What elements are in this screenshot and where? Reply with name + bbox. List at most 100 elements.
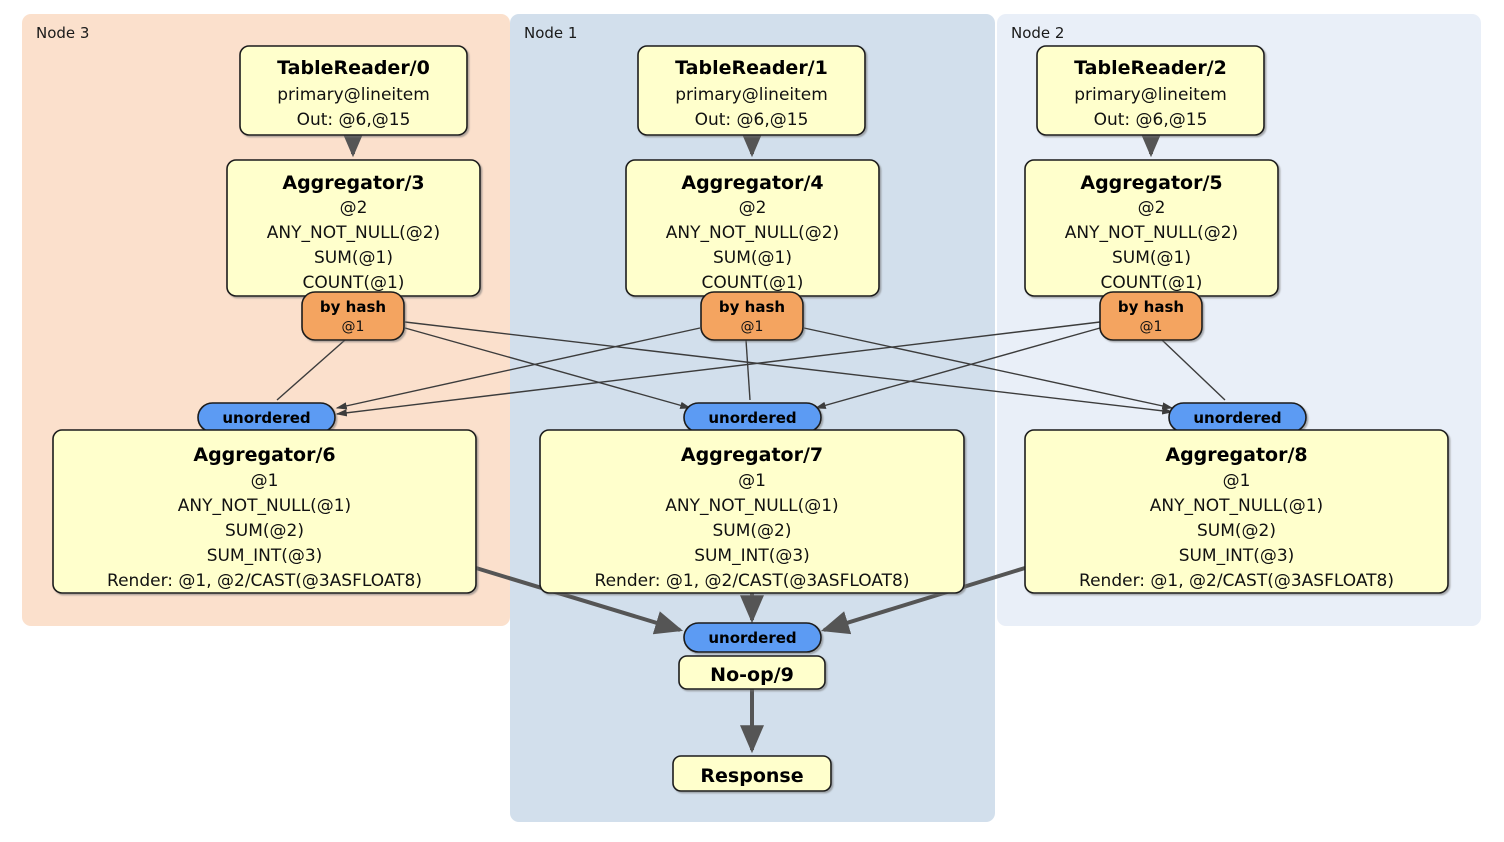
aggregator-5-title: Aggregator/5: [1080, 172, 1222, 194]
tablereader-2-title: TableReader/2: [1074, 57, 1227, 79]
node-unordered-7[interactable]: unordered: [683, 402, 822, 433]
by-hash-5-subtitle: @1: [1140, 319, 1163, 335]
tablereader-0-line-1: primary@lineitem: [277, 85, 430, 105]
by-hash-3-box[interactable]: [301, 291, 405, 341]
edge-by-hash-3-to-unordered-7: [404, 327, 692, 409]
edge-by-hash-3-to-unordered-8: [404, 321, 1174, 415]
aggregator-5-line-4: COUNT(@1): [1101, 273, 1203, 293]
tablereader-0-box[interactable]: [239, 45, 468, 136]
aggregator-4-title: Aggregator/4: [681, 172, 823, 194]
node-aggregator-4[interactable]: Aggregator/4 @2 ANY_NOT_NULL(@2) SUM(@1)…: [625, 159, 880, 297]
by-hash-4-box[interactable]: [700, 291, 804, 341]
edge-by-hash-5-to-unordered-8: [1161, 339, 1226, 401]
aggregator-5-line-3: SUM(@1): [1112, 248, 1191, 268]
tablereader-0-title: TableReader/0: [277, 57, 430, 79]
tablereader-2-line-2: Out: @6,@15: [1094, 110, 1208, 130]
node-tablereader-1[interactable]: TableReader/1 primary@lineitem Out: @6,@…: [637, 45, 866, 136]
aggregator-6-title: Aggregator/6: [193, 444, 335, 466]
aggregator-6-line-5: Render: @1, @2/CAST(@3ASFLOAT8): [107, 571, 422, 591]
aggregator-4-line-4: COUNT(@1): [702, 273, 804, 293]
aggregator-8-line-4: SUM_INT(@3): [1179, 546, 1295, 566]
unordered-final-box[interactable]: [683, 622, 822, 653]
edge-by-hash-3-to-unordered-6: [276, 339, 346, 401]
aggregator-5-line-1: @2: [1138, 198, 1166, 218]
node-aggregator-3[interactable]: Aggregator/3 @2 ANY_NOT_NULL(@2) SUM(@1)…: [226, 159, 481, 297]
node-tablereader-0[interactable]: TableReader/0 primary@lineitem Out: @6,@…: [239, 45, 468, 136]
aggregator-4-line-3: SUM(@1): [713, 248, 792, 268]
by-hash-3-subtitle: @1: [342, 319, 365, 335]
by-hash-3-title: by hash: [320, 298, 386, 316]
aggregator-7-line-5: Render: @1, @2/CAST(@3ASFLOAT8): [595, 571, 910, 591]
node-by-hash-3[interactable]: by hash @1: [301, 291, 405, 341]
tablereader-2-box[interactable]: [1036, 45, 1265, 136]
node-unordered-8[interactable]: unordered: [1168, 402, 1307, 433]
node-by-hash-4[interactable]: by hash @1: [700, 291, 804, 341]
edge-aggregator-8-to-unordered-final: [820, 566, 1026, 635]
aggregator-3-line-1: @2: [340, 198, 368, 218]
node-unordered-6[interactable]: unordered: [197, 402, 336, 433]
tablereader-1-line-2: Out: @6,@15: [695, 110, 809, 130]
edge-group-hash-to-sync: [276, 321, 1226, 417]
node-aggregator-8[interactable]: Aggregator/8 @1 ANY_NOT_NULL(@1) SUM(@2)…: [1024, 429, 1449, 594]
node-aggregator-5[interactable]: Aggregator/5 @2 ANY_NOT_NULL(@2) SUM(@1)…: [1024, 159, 1279, 297]
region-node1-label: Node 1: [524, 24, 577, 42]
edge-by-hash-4-to-unordered-6: [335, 327, 701, 410]
node-aggregator-7[interactable]: Aggregator/7 @1 ANY_NOT_NULL(@1) SUM(@2)…: [539, 429, 965, 594]
response-box[interactable]: [672, 755, 832, 792]
region-node2-label: Node 2: [1011, 24, 1064, 42]
tablereader-1-title: TableReader/1: [675, 57, 828, 79]
edge-by-hash-4-to-unordered-7: [745, 339, 751, 401]
node-aggregator-6[interactable]: Aggregator/6 @1 ANY_NOT_NULL(@1) SUM(@2)…: [52, 429, 477, 594]
edge-group-reader-to-aggregator: [341, 129, 1163, 158]
noop-9-box[interactable]: [678, 655, 826, 690]
unordered-final-label: unordered: [708, 629, 796, 647]
aggregator-7-line-2: ANY_NOT_NULL(@1): [665, 496, 838, 516]
aggregator-6-box[interactable]: [52, 429, 477, 594]
aggregator-8-line-1: @1: [1223, 471, 1251, 491]
edge-by-hash-4-to-unordered-8: [803, 327, 1174, 410]
aggregator-8-title: Aggregator/8: [1165, 444, 1307, 466]
tablereader-1-line-1: primary@lineitem: [675, 85, 828, 105]
aggregator-4-line-2: ANY_NOT_NULL(@2): [666, 223, 839, 243]
tablereader-2-line-1: primary@lineitem: [1074, 85, 1227, 105]
node-by-hash-5[interactable]: by hash @1: [1099, 291, 1203, 341]
by-hash-5-title: by hash: [1118, 298, 1184, 316]
aggregator-3-title: Aggregator/3: [282, 172, 424, 194]
aggregator-7-box[interactable]: [539, 429, 965, 594]
aggregator-3-line-3: SUM(@1): [314, 248, 393, 268]
aggregator-8-line-5: Render: @1, @2/CAST(@3ASFLOAT8): [1079, 571, 1394, 591]
aggregator-7-line-3: SUM(@2): [713, 521, 792, 541]
by-hash-4-subtitle: @1: [741, 319, 764, 335]
aggregator-6-line-3: SUM(@2): [225, 521, 304, 541]
tablereader-1-box[interactable]: [637, 45, 866, 136]
node-unordered-final[interactable]: unordered: [683, 622, 822, 653]
aggregator-6-line-2: ANY_NOT_NULL(@1): [178, 496, 351, 516]
edge-by-hash-5-to-unordered-7: [814, 327, 1101, 409]
aggregator-7-title: Aggregator/7: [681, 444, 823, 466]
aggregator-8-line-2: ANY_NOT_NULL(@1): [1150, 496, 1323, 516]
aggregator-3-line-4: COUNT(@1): [303, 273, 405, 293]
edge-group-aggregator-to-final-sync: [475, 566, 1026, 635]
aggregator-6-line-1: @1: [251, 471, 279, 491]
tablereader-0-line-2: Out: @6,@15: [297, 110, 411, 130]
unordered-8-label: unordered: [1193, 409, 1281, 427]
node-noop-9[interactable]: No-op/9: [678, 655, 826, 690]
aggregator-7-line-1: @1: [738, 471, 766, 491]
aggregator-8-line-3: SUM(@2): [1197, 521, 1276, 541]
node-response[interactable]: Response: [672, 755, 832, 792]
edge-by-hash-5-to-unordered-6: [335, 321, 1101, 417]
aggregator-7-line-4: SUM_INT(@3): [694, 546, 810, 566]
aggregator-3-line-2: ANY_NOT_NULL(@2): [267, 223, 440, 243]
aggregator-5-line-2: ANY_NOT_NULL(@2): [1065, 223, 1238, 243]
by-hash-4-title: by hash: [719, 298, 785, 316]
aggregator-4-line-1: @2: [739, 198, 767, 218]
aggregator-8-box[interactable]: [1024, 429, 1449, 594]
node-tablereader-2[interactable]: TableReader/2 primary@lineitem Out: @6,@…: [1036, 45, 1265, 136]
unordered-6-label: unordered: [222, 409, 310, 427]
aggregator-6-line-4: SUM_INT(@3): [207, 546, 323, 566]
by-hash-5-box[interactable]: [1099, 291, 1203, 341]
response-title: Response: [700, 765, 803, 787]
unordered-7-label: unordered: [708, 409, 796, 427]
